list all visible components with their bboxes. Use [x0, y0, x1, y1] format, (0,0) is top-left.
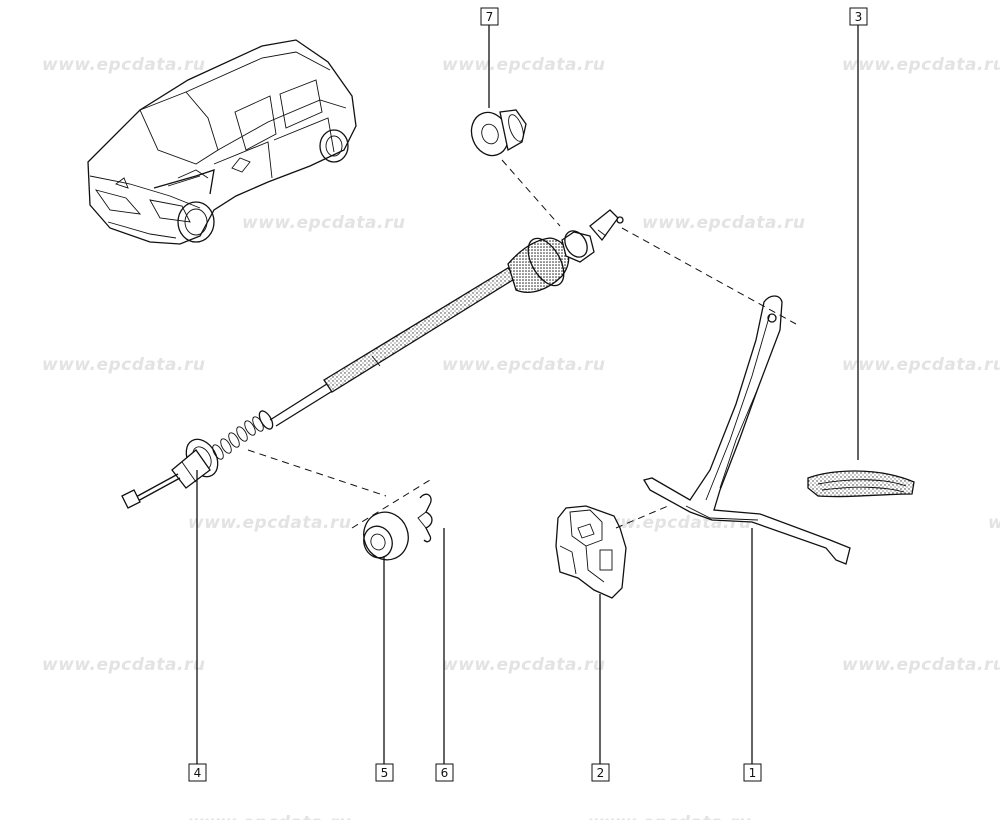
callout-number: 2 — [597, 766, 605, 780]
callout-box — [480, 7, 499, 26]
callout-number: 7 — [486, 10, 494, 24]
watermark-text: www.epcdata.ru — [42, 655, 205, 675]
pedal-arm — [642, 295, 851, 565]
watermark-text: www.epcdata.ru — [842, 655, 1000, 675]
round-bush — [363, 511, 409, 561]
callout-5: 5 — [375, 763, 394, 782]
watermark-text: www.epcdata.ru — [442, 355, 605, 375]
callout-6: 6 — [435, 763, 454, 782]
callout-box — [188, 763, 207, 782]
watermark-text: www.epcdata.ru — [842, 55, 1000, 75]
assembly-lines — [247, 159, 797, 529]
watermark-text: www.epcdata.ru — [642, 213, 805, 233]
leader-lines — [196, 25, 859, 764]
watermark-text: www.epcdata.ru — [988, 513, 1000, 533]
spring-clip — [417, 493, 433, 543]
watermark-text: www.epcdata.ru — [42, 355, 205, 375]
callout-7: 7 — [480, 7, 499, 26]
clutch-cable — [121, 209, 624, 509]
watermark-layer: www.epcdata.ru www.epcdata.ru www.epcdat… — [42, 55, 1000, 820]
watermark-text: www.epcdata.ru — [242, 213, 405, 233]
callout-number: 5 — [381, 766, 389, 780]
callout-number: 1 — [749, 766, 757, 780]
callout-box — [849, 7, 868, 26]
pedal-pad — [807, 470, 915, 498]
watermark-text: www.epcdata.ru — [188, 513, 351, 533]
callout-3: 3 — [849, 7, 868, 26]
callout-box — [591, 763, 610, 782]
watermark-text: www.epcdata.ru — [188, 813, 351, 820]
callout-box — [435, 763, 454, 782]
callout-2: 2 — [591, 763, 610, 782]
cable-spring — [212, 410, 274, 460]
callout-number: 4 — [194, 766, 202, 780]
callout-number: 3 — [855, 10, 863, 24]
callout-4: 4 — [188, 763, 207, 782]
callout-box — [375, 763, 394, 782]
callout-box — [743, 763, 762, 782]
pedal-bracket — [555, 505, 627, 599]
watermark-text: www.epcdata.ru — [842, 355, 1000, 375]
watermark-text: www.epcdata.ru — [588, 813, 751, 820]
watermark-text: www.epcdata.ru — [442, 55, 605, 75]
grommet-bushing — [470, 109, 527, 157]
callout-1: 1 — [743, 763, 762, 782]
callout-number: 6 — [441, 766, 449, 780]
watermark-text: www.epcdata.ru — [42, 55, 205, 75]
watermark-text: www.epcdata.ru — [442, 655, 605, 675]
car-illustration — [87, 39, 357, 245]
